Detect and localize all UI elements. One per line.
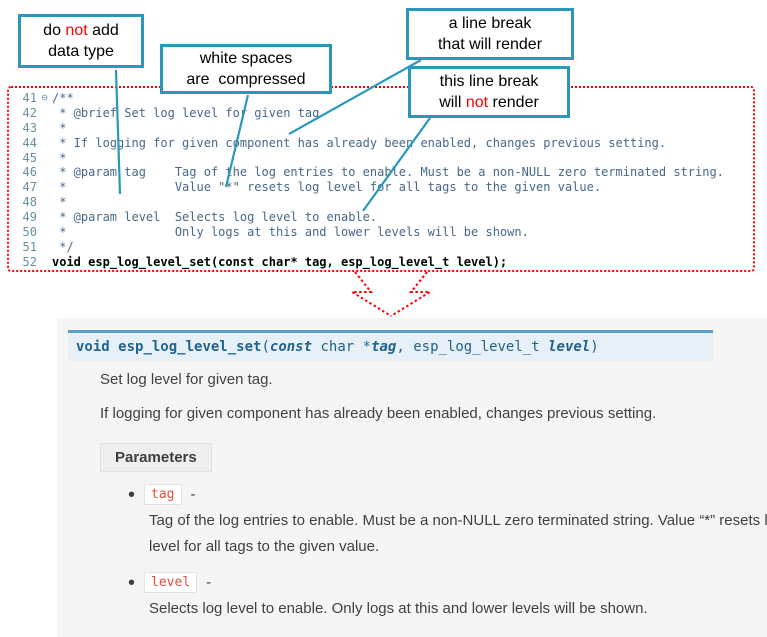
line-number: 41 <box>22 91 37 105</box>
function-signature: void esp_log_level_set(const char *tag, … <box>68 330 713 361</box>
line-number: 43 <box>22 120 37 135</box>
callout-text: that will render <box>437 36 543 53</box>
callout-linebreak-no-render: this line break will not render <box>408 66 570 118</box>
code-line: 49 * @param level Selects log level to e… <box>13 210 753 225</box>
fold-marker-slot <box>37 165 52 180</box>
code-line: 44 * If logging for given component has … <box>13 136 753 151</box>
code-line-text: * Value "*" resets log level for all tag… <box>52 180 602 195</box>
highlighted-not: not <box>465 94 489 111</box>
line-number: 51 <box>22 239 37 254</box>
callout-text: a line break <box>448 15 532 32</box>
rendered-docs-panel: void esp_log_level_set(const char *tag, … <box>57 318 767 637</box>
line-number: 46 <box>22 165 37 180</box>
param-item-tag: • tag - <box>128 484 196 505</box>
callout-text: will not render <box>439 94 539 111</box>
callout-linebreak-renders: a line break that will render <box>406 8 574 60</box>
code-line: 51 */ <box>13 240 753 255</box>
param-name-code: tag <box>144 484 182 505</box>
callout-text: are compressed <box>186 71 306 88</box>
detailed-description: If logging for given component has alrea… <box>100 405 657 422</box>
fold-marker-slot <box>37 121 52 136</box>
code-line-text: * <box>52 150 67 165</box>
fold-marker-slot <box>37 240 52 255</box>
fold-marker-slot <box>37 210 52 225</box>
line-number: 49 <box>22 210 37 225</box>
callout-no-datatype: do not add data type <box>18 14 144 68</box>
line-number: 42 <box>22 105 37 120</box>
sig-arg-tag: tag <box>371 339 397 355</box>
fold-marker-slot <box>37 151 52 166</box>
code-line: 46 * @param tag Tag of the log entries t… <box>13 165 753 180</box>
code-line-text: /** <box>52 91 74 105</box>
code-line: 47 * Value "*" resets log level for all … <box>13 180 753 195</box>
code-line-text: * <box>52 195 67 210</box>
param-dash: - <box>206 574 212 591</box>
sig-level-type: esp_log_level_t <box>413 339 540 355</box>
code-line-text: * <box>52 120 67 135</box>
flow-arrow-left-edge <box>348 271 392 317</box>
sig-paren-close: ) <box>590 339 599 355</box>
sig-return-type: void <box>76 339 119 355</box>
sig-function-name: esp_log_level_set <box>118 339 262 355</box>
callout-text: this line break <box>439 73 539 90</box>
sig-space <box>540 339 548 355</box>
parameters-heading: Parameters <box>100 443 212 472</box>
code-line-text: * @param level Selects log level to enab… <box>52 210 378 225</box>
code-line: 45 * <box>13 151 753 166</box>
line-number: 48 <box>22 195 37 210</box>
sig-char-type: char * <box>312 339 372 355</box>
sig-separator: , <box>396 339 414 355</box>
code-line: 42 * @brief Set log level for given tag <box>13 106 753 121</box>
code-line: 48 * <box>13 195 753 210</box>
code-line-text: */ <box>52 239 74 254</box>
param-description: Selects log level to enable. Only logs a… <box>149 600 648 617</box>
code-line-text: void esp_log_level_set(const char* tag, … <box>52 254 508 269</box>
line-number: 44 <box>22 135 37 150</box>
line-number: 52 <box>22 254 37 269</box>
code-line-function-declaration: 52 void esp_log_level_set(const char* ta… <box>13 255 753 270</box>
code-line: 50 * Only logs at this and lower levels … <box>13 225 753 240</box>
sig-const-keyword: const <box>269 339 313 355</box>
code-line: 41 ⊖ /** <box>13 91 753 106</box>
fold-marker-slot <box>37 225 52 240</box>
highlighted-not: not <box>65 22 88 39</box>
callout-text: do not add <box>43 22 119 39</box>
flow-arrow-right-edge <box>390 271 434 317</box>
fold-marker-slot <box>37 180 52 195</box>
callout-whitespace-compressed: white spaces are compressed <box>160 44 332 94</box>
param-item-level: • level - <box>128 572 211 593</box>
callout-text: white spaces <box>199 50 293 67</box>
fold-marker-slot <box>37 136 52 151</box>
code-line: 43 * <box>13 121 753 136</box>
code-editor-block: 41 ⊖ /** 42 * @brief Set log level for g… <box>7 86 755 272</box>
bullet-icon: • <box>128 571 136 594</box>
bullet-icon: • <box>128 483 136 506</box>
brief-description: Set log level for given tag. <box>100 371 273 388</box>
fold-collapse-icon: ⊖ <box>41 91 48 104</box>
param-dash: - <box>190 486 196 503</box>
line-number: 45 <box>22 150 37 165</box>
param-description: Tag of the log entries to enable. Must b… <box>149 512 767 555</box>
fold-marker-slot <box>37 106 52 121</box>
code-line-text: * Only logs at this and lower levels wil… <box>52 225 529 240</box>
sig-arg-level: level <box>548 339 591 355</box>
code-line-text: * If logging for given component has alr… <box>52 135 667 150</box>
fold-marker-slot <box>37 255 52 270</box>
sig-paren-open: ( <box>261 339 270 355</box>
line-number: 50 <box>22 225 37 240</box>
code-line-text: * @brief Set log level for given tag <box>52 105 320 120</box>
callout-text: data type <box>48 43 114 60</box>
param-name-code: level <box>144 572 198 593</box>
line-number: 47 <box>22 180 37 195</box>
fold-marker-slot <box>37 195 52 210</box>
code-line-text: * @param tag Tag of the log entries to e… <box>52 165 724 180</box>
